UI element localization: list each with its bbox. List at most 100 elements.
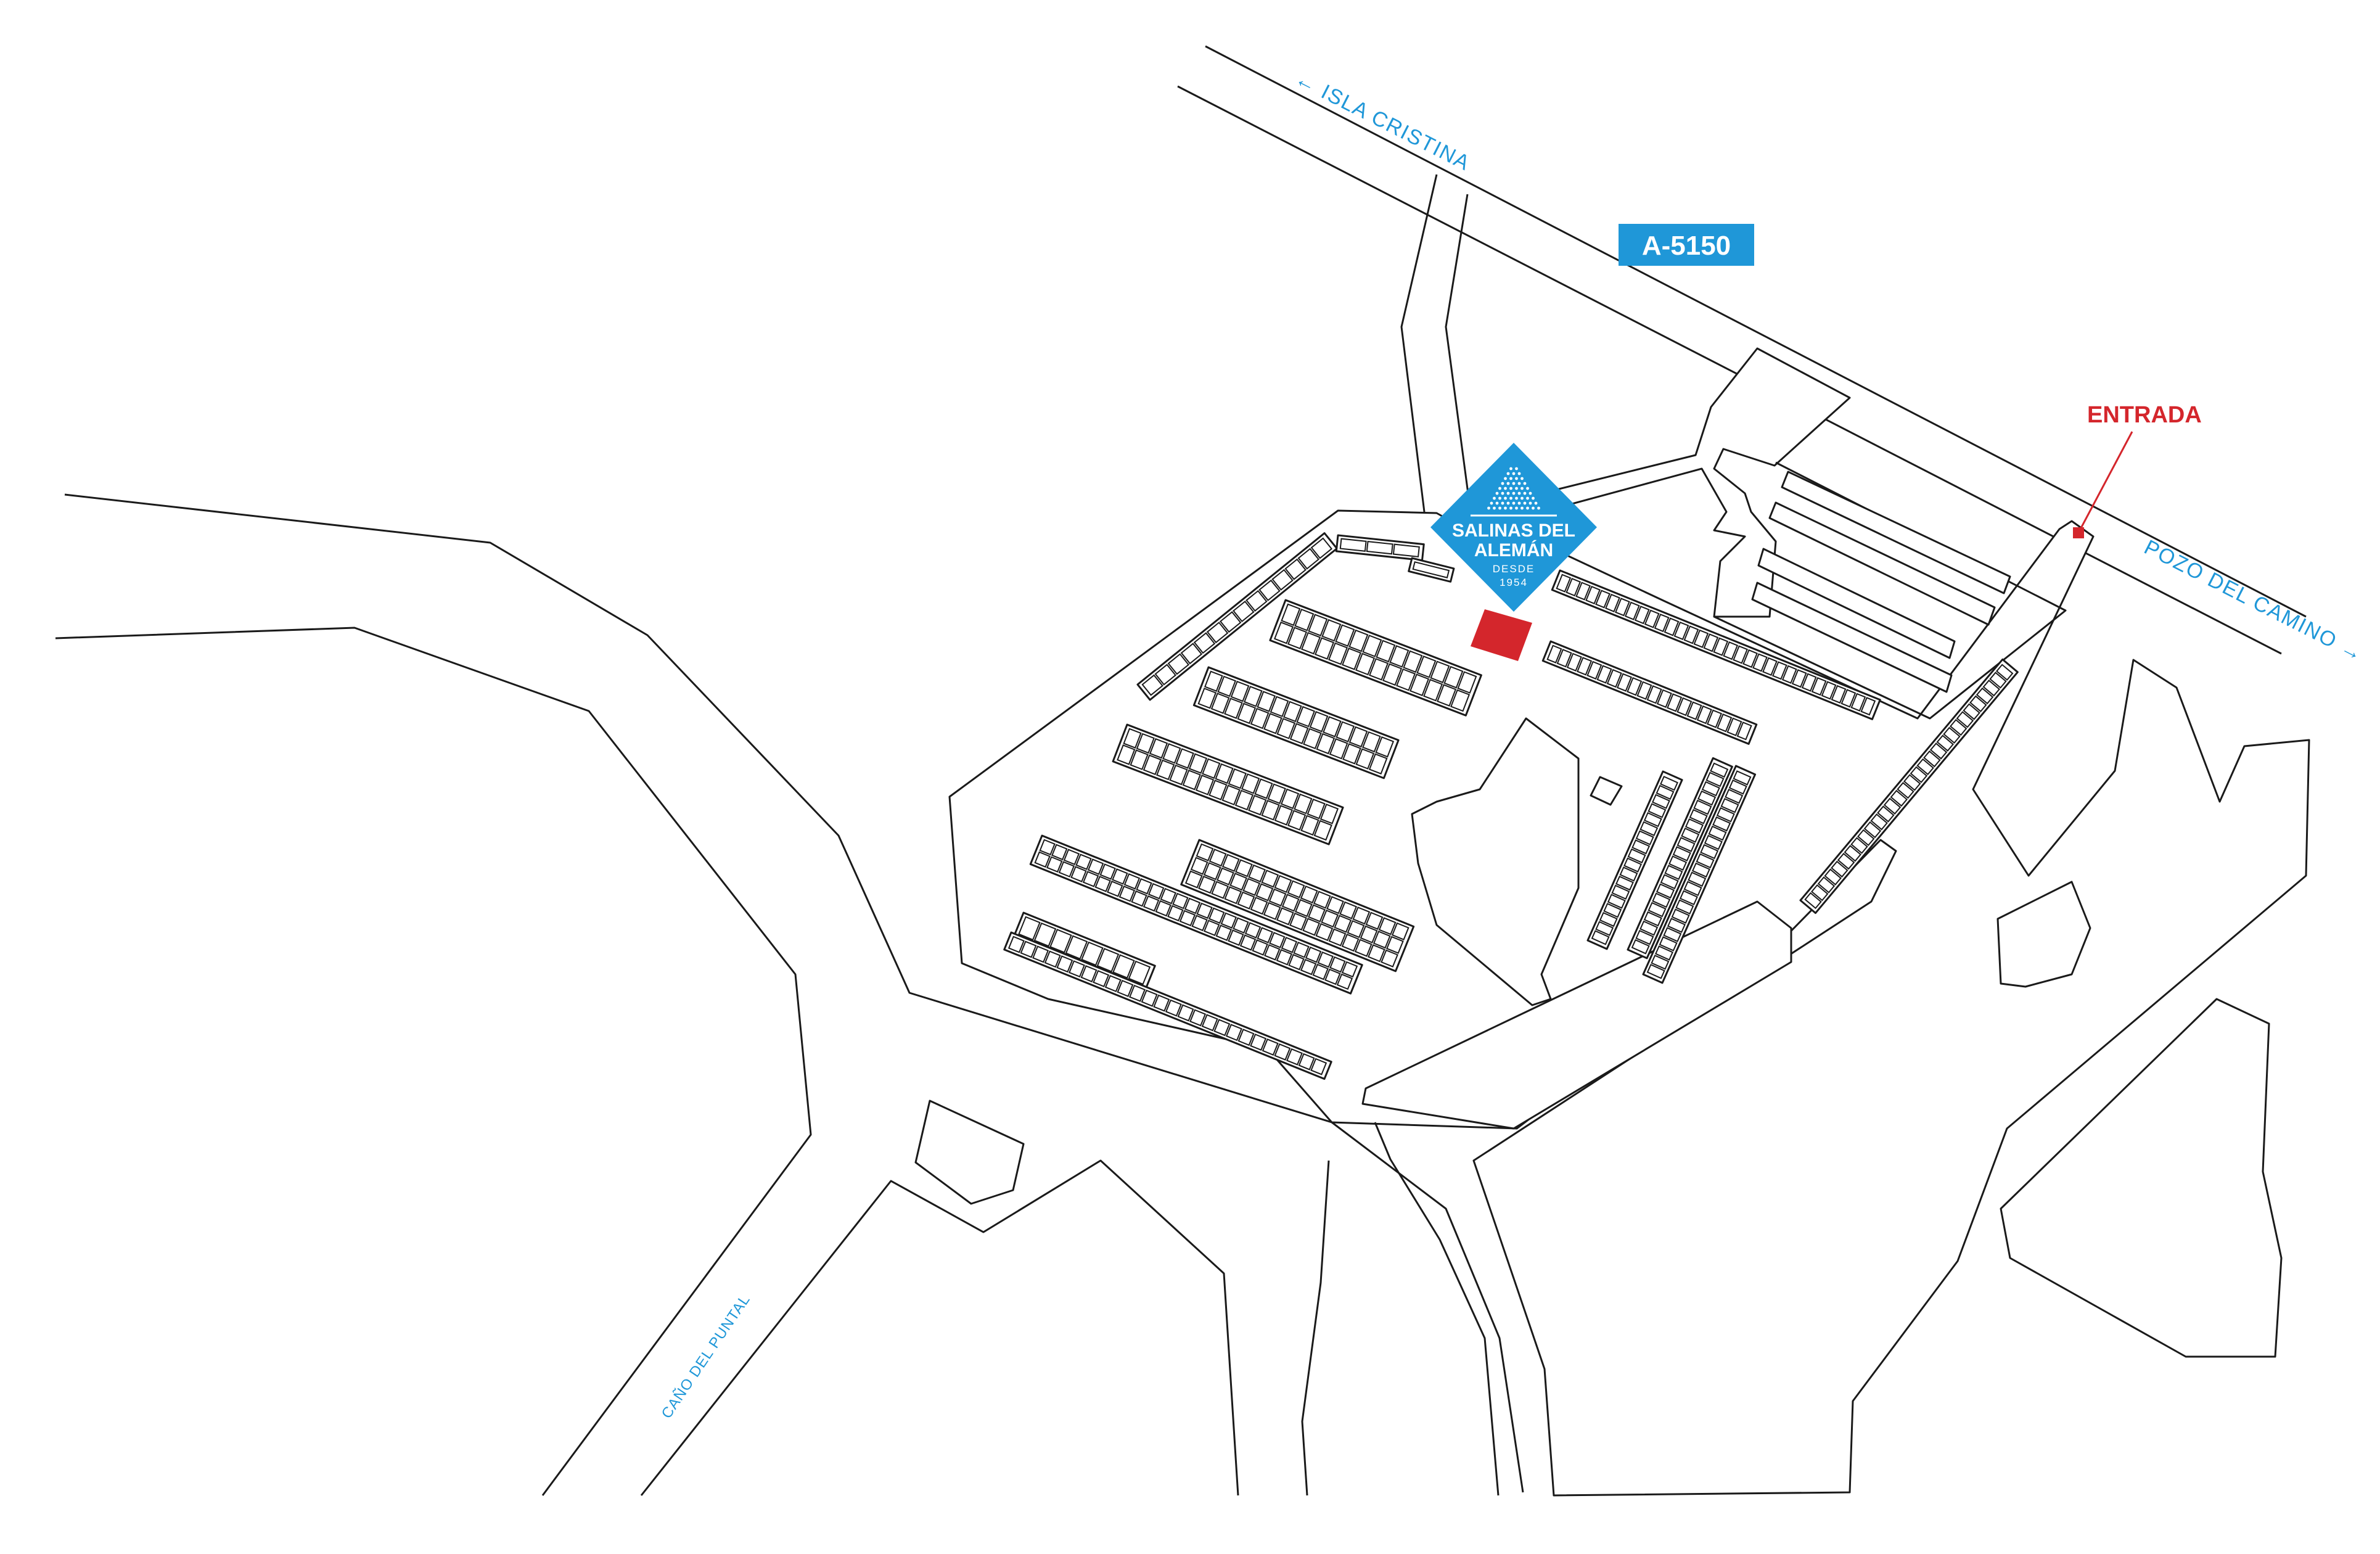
rack-cell [1586, 660, 1602, 680]
rack-cell [1294, 793, 1313, 815]
rack-cell [1684, 818, 1704, 834]
rack-cell [1233, 917, 1249, 934]
rack-cell [1296, 705, 1316, 728]
rack-cell [1206, 622, 1229, 644]
rack-cell [1342, 648, 1362, 670]
salt-dot [1520, 496, 1524, 500]
rack-cell [1691, 862, 1710, 878]
rack-cell [1929, 742, 1948, 760]
rack-row-5 [1029, 834, 1363, 995]
rack-cell [1051, 844, 1068, 861]
rack-cell [1635, 929, 1654, 945]
rack-cell [1300, 958, 1317, 976]
rack-cell [1671, 908, 1690, 924]
salt-dot [1504, 506, 1507, 510]
salt-dot [1517, 482, 1521, 485]
rack-cell [1229, 873, 1247, 891]
rack-cell [1664, 865, 1683, 881]
rack-cell [1257, 691, 1276, 712]
rack-cell [1840, 689, 1857, 708]
rack-cell [1624, 601, 1640, 620]
rack-cell [1215, 924, 1232, 941]
rack-cell [1087, 858, 1104, 875]
rack-cell [1104, 974, 1122, 992]
rack-cell [1733, 770, 1752, 786]
bottom-right-island [1996, 881, 2091, 988]
rack-top-small-1 [1335, 534, 1425, 561]
rack-cell [1824, 868, 1842, 886]
rack-cell [1963, 703, 1980, 720]
entrance-marker-icon [2073, 527, 2084, 538]
rack-cell [1316, 733, 1336, 755]
rack-cell [1188, 753, 1208, 774]
rack-cell [1791, 669, 1807, 688]
rack-cell [1347, 920, 1365, 939]
rack-cell [1648, 803, 1667, 818]
rack-cell [1556, 574, 1572, 593]
rack-cell [1639, 821, 1659, 837]
rack-cell [1403, 650, 1423, 673]
entrance-pointer [2078, 431, 2133, 532]
rack-cell [1693, 799, 1712, 815]
rack-cell [1319, 804, 1339, 824]
rack-cell [1565, 578, 1582, 597]
rack-cell [1169, 764, 1188, 786]
rack-cell [1857, 829, 1875, 847]
rack-cell [1165, 999, 1182, 1017]
salt-dot [1487, 506, 1490, 510]
rack-cell [1348, 726, 1368, 748]
rack-cell [1634, 606, 1650, 625]
rack-cell [1191, 915, 1208, 932]
rack-cell [1276, 907, 1294, 926]
rack-cell [1860, 697, 1876, 716]
rack-cell [1850, 693, 1866, 712]
salt-dot [1501, 491, 1504, 495]
rack-cell [1271, 569, 1294, 591]
rack-cell [1237, 1029, 1255, 1046]
rack-cell [1430, 660, 1450, 684]
rack-cell [1219, 611, 1242, 633]
rack-cell [1663, 927, 1682, 942]
rack-cell [1250, 707, 1270, 730]
rack-cell [1263, 902, 1281, 920]
rack-cell [1615, 598, 1630, 617]
rack-cell [1556, 649, 1572, 668]
salt-dot [1515, 467, 1518, 471]
rack-cell [1305, 946, 1322, 963]
rack-cell [1287, 810, 1307, 831]
rack-cell [1197, 688, 1217, 709]
rack-cell [1018, 916, 1041, 941]
rack-cell [1210, 693, 1230, 714]
rack-cell [1391, 922, 1410, 940]
rack-cell [1831, 684, 1847, 704]
rack-cell [1221, 784, 1241, 806]
rack-cell [1284, 558, 1307, 580]
rack-cell [1221, 853, 1240, 872]
rack-cell [1267, 783, 1286, 804]
rack-col-1 [1586, 770, 1683, 950]
rack-cell [1443, 665, 1464, 689]
rack-cell [1196, 843, 1214, 861]
rack-cell [1708, 825, 1727, 841]
rack-cell [1336, 973, 1353, 990]
rack-cell [1976, 687, 1994, 705]
rack-cell [1220, 912, 1237, 929]
salt-dot [1495, 501, 1499, 505]
rack-cell [1112, 868, 1128, 885]
rack-cell [1217, 675, 1236, 697]
rack-cell [1276, 949, 1293, 966]
rack-cell [1817, 876, 1836, 894]
salt-dot [1512, 491, 1516, 495]
salt-dot [1493, 506, 1496, 510]
rack-cell [1342, 743, 1361, 765]
rack-cell [1237, 702, 1257, 725]
salt-dot [1509, 467, 1512, 471]
rack-cell [1575, 582, 1591, 601]
rack-right-2 [1541, 640, 1758, 745]
salt-dot [1498, 506, 1501, 510]
rack-cell [1936, 734, 1954, 752]
rack-cell [1368, 753, 1388, 775]
rack-cell [1261, 800, 1280, 821]
salt-dot [1534, 501, 1538, 505]
left-channel [55, 493, 1524, 1496]
